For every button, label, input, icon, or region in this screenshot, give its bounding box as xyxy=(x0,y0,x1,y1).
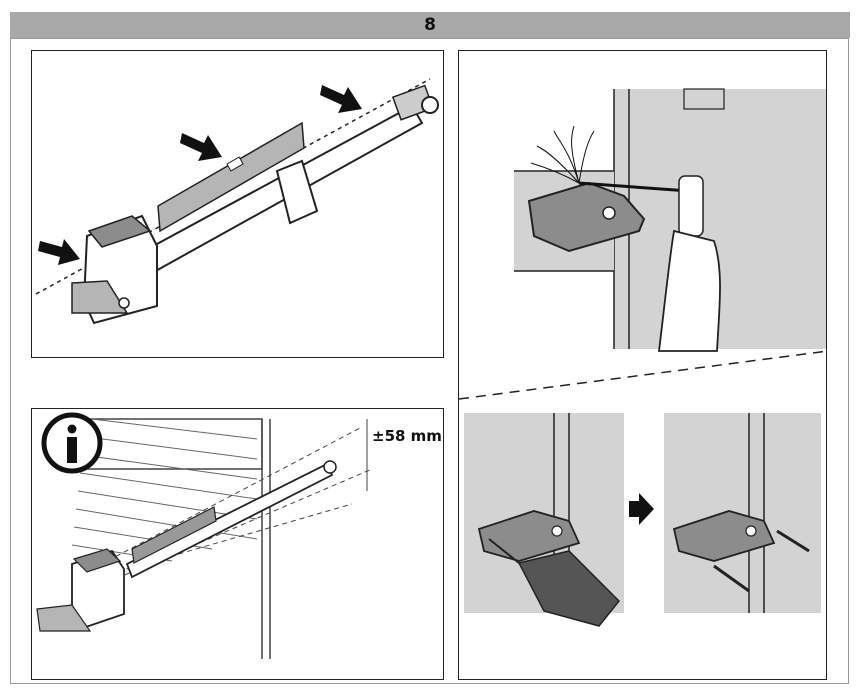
step-divider xyxy=(459,350,826,400)
arrow-icon xyxy=(320,85,362,113)
info-icon xyxy=(41,412,103,474)
tolerance-illustration xyxy=(36,412,373,659)
figure-frame xyxy=(10,38,849,684)
arm-sleeve xyxy=(275,159,319,225)
marker-pen xyxy=(678,175,704,237)
hand xyxy=(657,229,721,352)
wall-bracket-illustration xyxy=(459,88,826,627)
panel-level-check xyxy=(31,50,444,358)
screw-1 xyxy=(776,529,810,553)
drill xyxy=(517,550,621,627)
level-bubble xyxy=(226,156,244,172)
level-check-illustration xyxy=(35,78,439,325)
screw-2 xyxy=(713,564,750,593)
step-header: 8 xyxy=(10,12,850,38)
arrow-right-icon xyxy=(629,493,654,525)
rear-pivot xyxy=(421,96,439,114)
spirit-level xyxy=(157,121,305,233)
motor-base xyxy=(71,280,129,314)
tolerance-label: ±58 mm xyxy=(372,427,442,445)
arrow-icon xyxy=(180,133,222,161)
panel-wall-bracket xyxy=(458,50,827,680)
wall-surface xyxy=(614,89,826,349)
step-number: 8 xyxy=(424,15,436,35)
panel-tolerance: ±58 mm xyxy=(31,408,444,680)
motor-cover xyxy=(87,215,152,248)
arrow-icon xyxy=(38,239,80,265)
